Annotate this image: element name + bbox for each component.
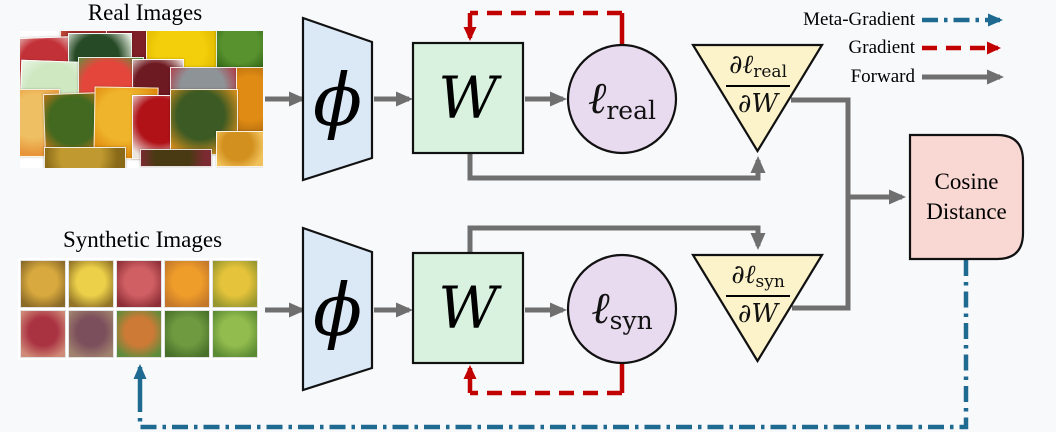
loss-real-symbol: ℓ [588,73,607,124]
synthetic-image-bananas [68,260,114,308]
grad-real-numerator: ∂ℓreal [728,50,788,82]
legend-gradient-label: Gradient [848,37,915,58]
weights-real-symbol: W [438,64,498,132]
synthetic-image-figs [68,310,114,358]
loss-real-shape [566,43,678,155]
loss-real-subscript: real [606,95,656,125]
synthetic-image-pineapple [20,260,66,308]
weights-syn-symbol: W [438,274,498,342]
synthetic-image-pomegranate [20,310,66,358]
synthetic-images-title: Synthetic Images [62,227,223,252]
synthetic-image-pepper [116,310,162,358]
synthetic-images-grid [18,258,260,360]
encoder-real-shape [301,16,374,182]
loss-syn-shape [566,253,678,365]
fraction-bar [726,84,790,87]
grad-syn-shape [691,253,824,364]
gradient-wires [463,10,1001,396]
grad-syn-denominator: ∂W [737,298,779,329]
real-image-orange-corner [216,131,263,167]
meta-gradient-wires [133,13,1003,430]
meta-gradient-path [137,260,969,430]
forward-wires [265,69,1004,318]
forward-w-syn-to-grad [467,225,766,252]
encoder-syn-symbol: ϕ [312,268,363,352]
synthetic-image-strawberries [116,260,162,308]
legend-forward-label: Forward [850,66,915,87]
grad-syn-fraction: ∂ℓsyn ∂W [694,261,822,328]
weights-syn-shape [411,251,525,365]
fraction-bar [726,294,790,297]
real-images-collage [20,31,263,168]
grad-real-shape [691,43,824,154]
real-image-mixed-dark-strip [140,149,212,167]
cosine-distance-shape [908,133,1025,261]
weights-real-shape [411,41,525,155]
legend-meta-gradient-label: Meta-Gradient [803,9,915,30]
grad-real-denominator: ∂W [737,88,779,119]
forward-w-real-to-grad [467,154,766,181]
encoder-syn-shape [301,226,374,392]
synthetic-image-oranges [164,260,210,308]
grad-syn-numerator: ∂ℓsyn [731,260,785,292]
encoder-real-symbol: ϕ [312,58,363,142]
synthetic-image-green-apple [212,310,258,358]
cosine-distance-label: Cosine Distance [926,169,1007,224]
loss-syn-symbol: ℓ [591,283,610,334]
real-images-title: Real Images [87,0,203,25]
grad-real-fraction: ∂ℓreal ∂W [694,51,822,118]
synthetic-image-cucumbers [164,310,210,358]
real-image-gold-strip [44,147,126,168]
loss-syn-subscript: syn [609,305,653,335]
synthetic-image-lemons-green [212,260,258,308]
forward-grad-collector [791,97,851,311]
